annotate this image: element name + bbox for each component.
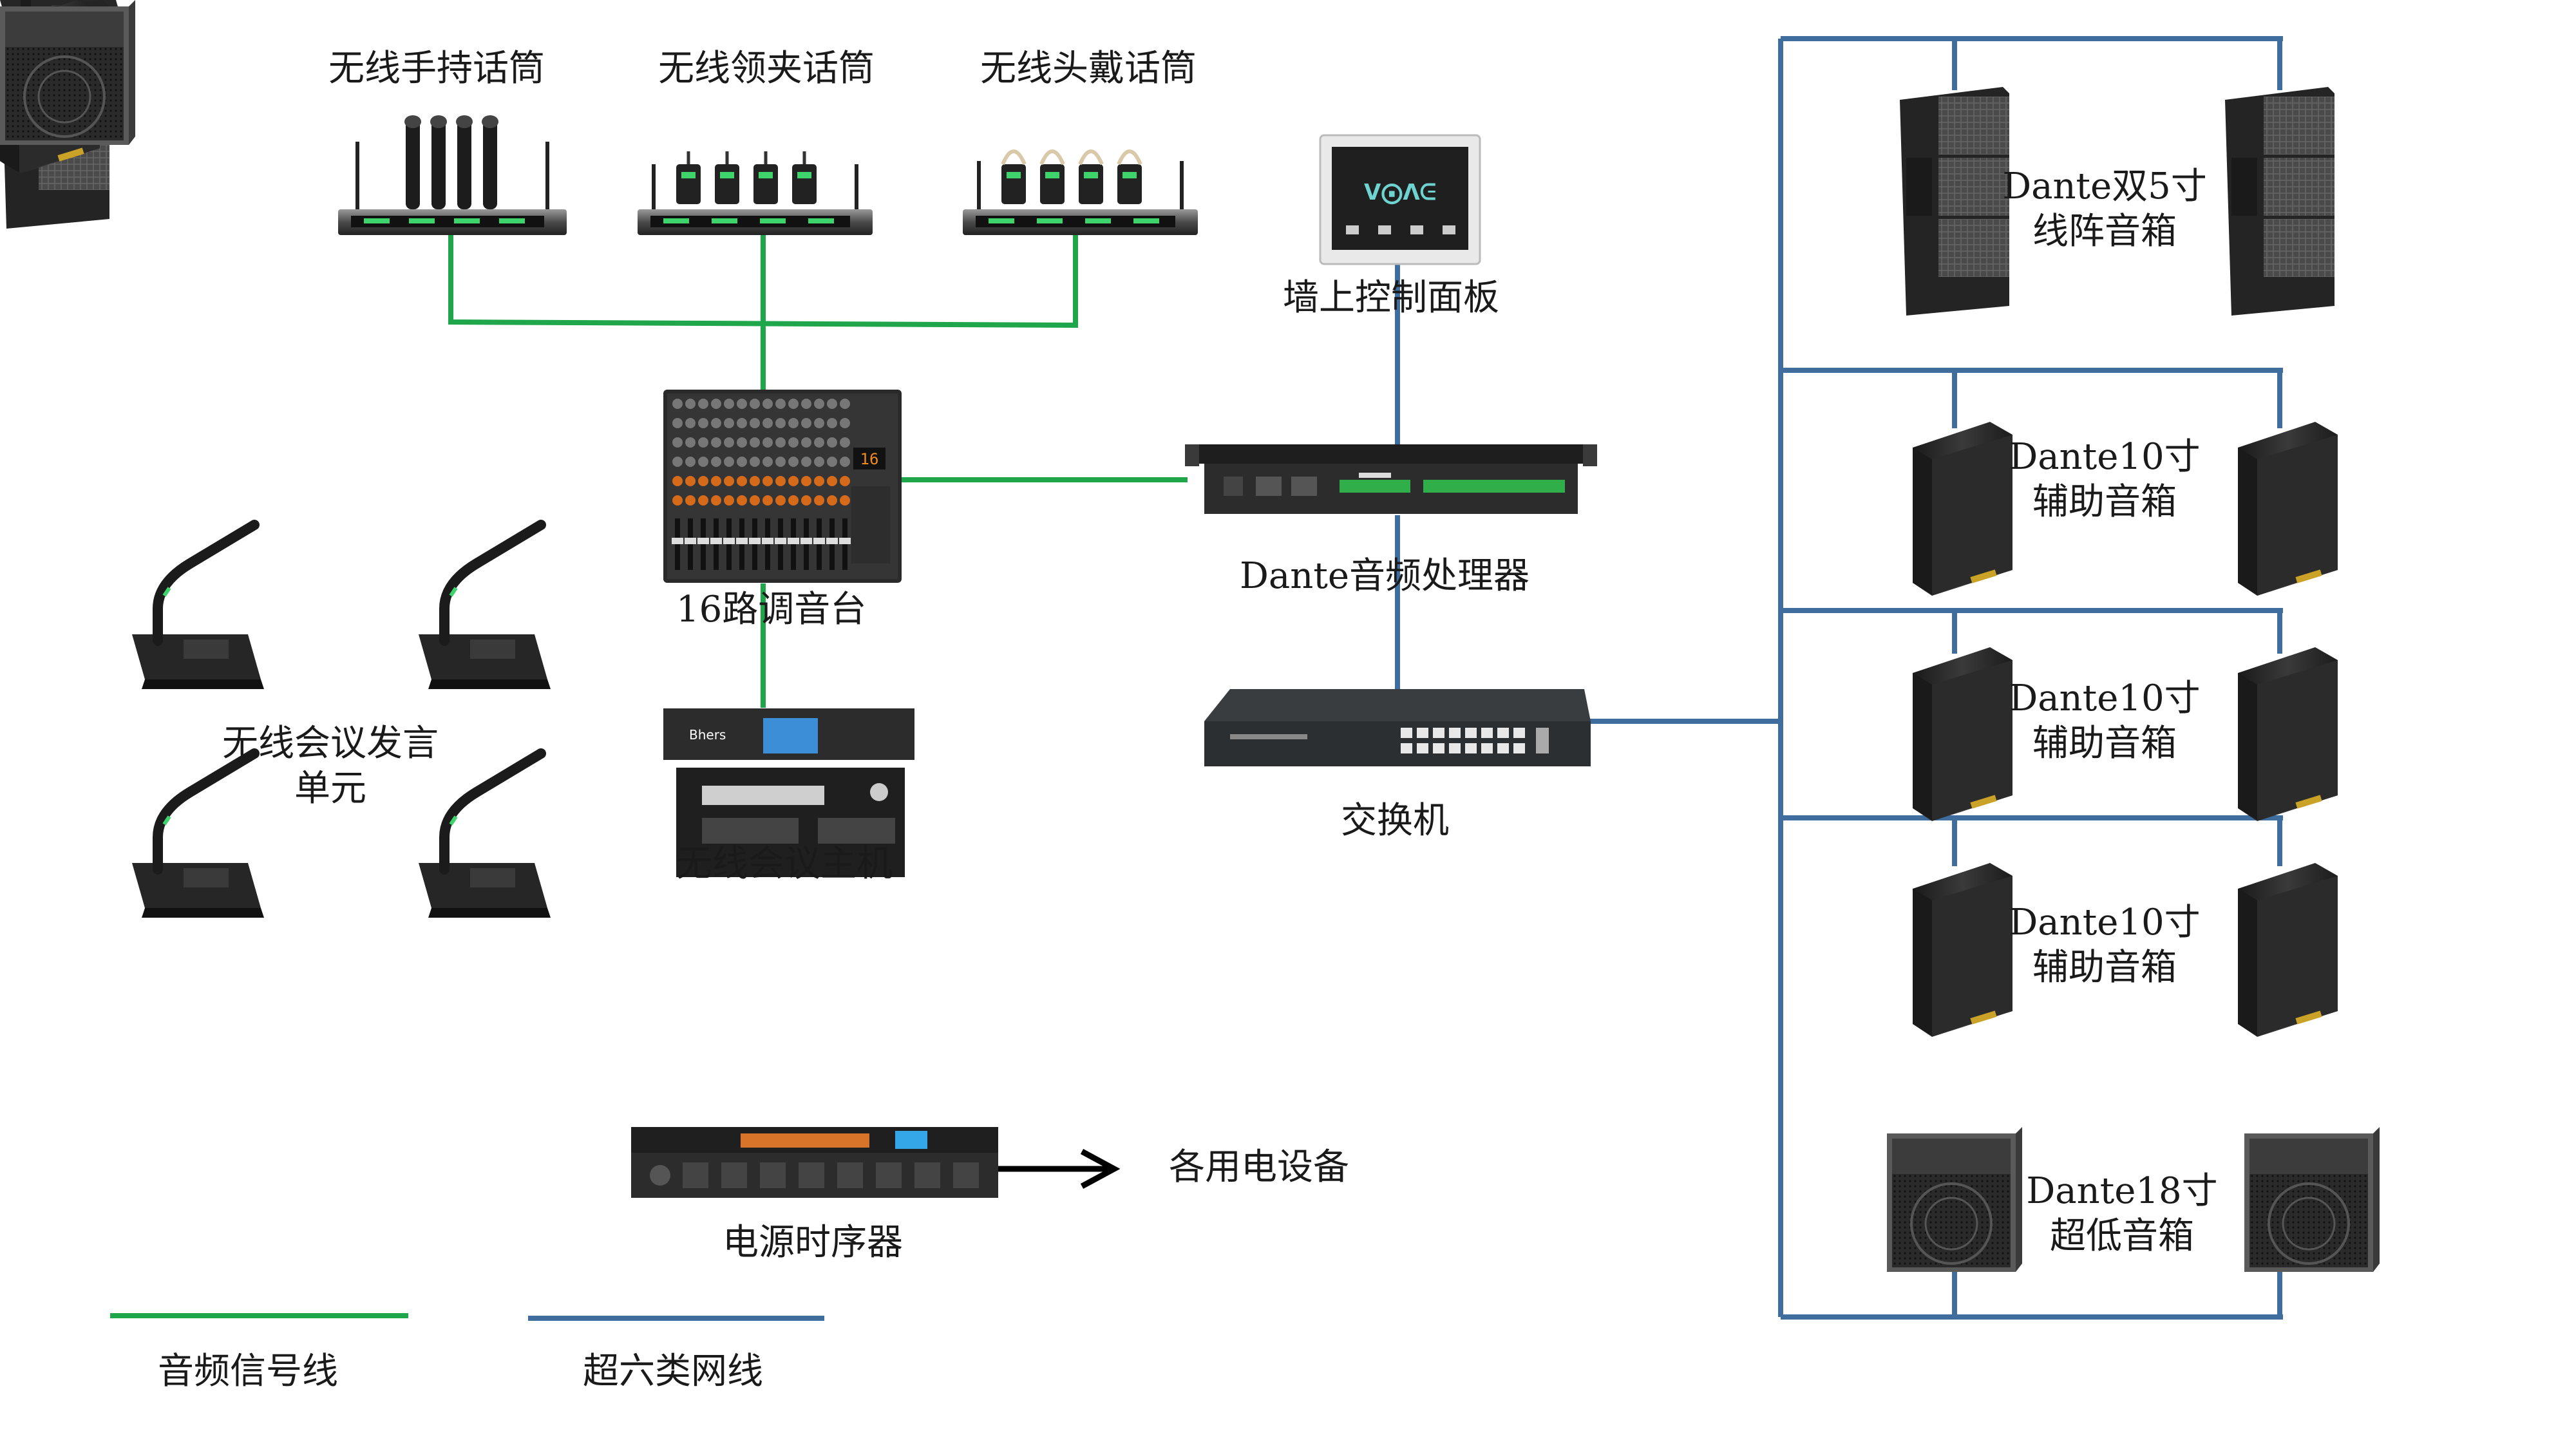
- label-backup-power: 各用电设备: [1169, 1146, 1349, 1188]
- rack-processor-icon: [1185, 444, 1597, 514]
- label-line-array-line2: 线阵音箱: [2032, 211, 2177, 252]
- label-subwoofer: Dante18寸 超低音箱: [2006, 1169, 2238, 1259]
- label-handheld-mic: 无线手持话筒: [328, 48, 545, 90]
- network-switch-icon: [1204, 689, 1591, 766]
- legend-audio-label: 音频信号线: [158, 1350, 338, 1392]
- audio-line-handheld: [448, 229, 1079, 328]
- label-aux3-line2: 辅助音箱: [2032, 947, 2177, 989]
- headset-mic-receiver-icon: [963, 149, 1198, 235]
- power-arrow: [995, 1149, 1121, 1189]
- touch-panel-icon: ᐯ⨀ᐱᕮ: [1319, 134, 1481, 265]
- conference-host-icon: Bhers: [663, 708, 914, 877]
- svg-text:ᐯ⨀ᐱᕮ: ᐯ⨀ᐱᕮ: [1364, 180, 1436, 205]
- label-wall-panel: 墙上控制面板: [1283, 277, 1499, 319]
- label-mixer: 16路调音台: [676, 589, 867, 630]
- label-switch: 交换机: [1341, 800, 1449, 842]
- label-conference-unit-line1: 无线会议发言: [222, 723, 439, 764]
- label-sequencer: 电源时序器: [723, 1222, 903, 1264]
- label-aux2-line1: Dante10寸: [2009, 677, 2201, 719]
- label-line-array-line1: Dante双5寸: [2002, 166, 2207, 207]
- svg-text:16: 16: [860, 450, 879, 468]
- label-headset-mic: 无线头戴话筒: [980, 48, 1197, 90]
- label-conference-host: 无线会议主机: [676, 843, 893, 885]
- label-aux1-line2: 辅助音箱: [2032, 481, 2177, 523]
- label-conference-unit-line2: 单元: [294, 768, 366, 810]
- network-lines: [528, 36, 2283, 1321]
- label-aux-speaker-3: Dante10寸 辅助音箱: [1989, 900, 2221, 990]
- label-sub-line1: Dante18寸: [2026, 1170, 2218, 1212]
- audio-lines: [110, 226, 1188, 1318]
- label-sub-line2: 超低音箱: [2050, 1215, 2194, 1257]
- mixer-icon: 16: [663, 390, 902, 583]
- label-aux-speaker-2: Dante10寸 辅助音箱: [1989, 676, 2221, 766]
- label-aux1-line1: Dante10寸: [2009, 436, 2201, 478]
- label-dsp: Dante音频处理器: [1240, 555, 1530, 597]
- label-aux2-line2: 辅助音箱: [2032, 723, 2177, 764]
- label-aux3-line1: Dante10寸: [2009, 902, 2201, 943]
- label-lapel-mic: 无线领夹话筒: [658, 48, 875, 90]
- label-aux-speaker-1: Dante10寸 辅助音箱: [1989, 435, 2221, 525]
- subwoofer-icon: [0, 0, 135, 145]
- label-line-array: Dante双5寸 线阵音箱: [1989, 164, 2221, 254]
- lapel-mic-receiver-icon: [638, 151, 873, 235]
- handheld-mic-receiver-icon: [338, 115, 567, 235]
- legend-network-label: 超六类网线: [583, 1350, 763, 1392]
- svg-text:Bhers: Bhers: [689, 727, 726, 743]
- power-sequencer-icon: [631, 1127, 998, 1198]
- label-conference-unit: 无线会议发言 单元: [222, 721, 439, 811]
